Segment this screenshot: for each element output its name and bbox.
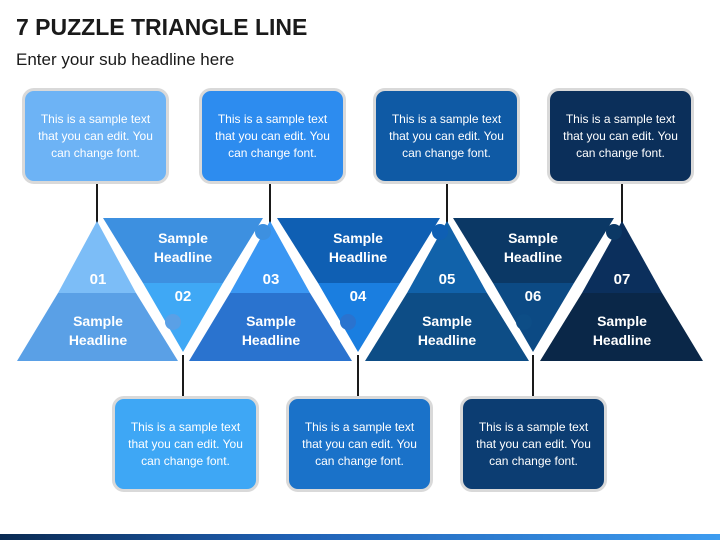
callout-text-05: This is a sample text that you can edit.… (389, 111, 504, 160)
piece-05-bottom (365, 293, 529, 361)
callout-box-01: This is a sample text that you can edit.… (22, 88, 169, 184)
callout-box-06: This is a sample text that you can edit.… (460, 396, 607, 492)
headline-02-line2: Headline (154, 249, 213, 265)
piece-01-bottom (17, 293, 178, 361)
puzzle-piece-06 (453, 218, 614, 352)
headline-03-line1: Sample (246, 313, 296, 329)
callout-text-03: This is a sample text that you can edit.… (215, 111, 330, 160)
callout-text-01: This is a sample text that you can edit.… (38, 111, 153, 160)
piece-number-06: 06 (525, 288, 542, 305)
headline-04-line2: Headline (329, 249, 388, 265)
piece-05-top (407, 221, 487, 293)
piece-02-top (103, 218, 263, 283)
connector-lines (96, 183, 623, 398)
puzzle-knobs (165, 224, 622, 330)
knob (606, 224, 622, 240)
headline-03-line2: Headline (242, 332, 301, 348)
headline-02-line1: Sample (158, 230, 208, 246)
puzzle-piece-07 (540, 221, 703, 361)
knob (255, 224, 271, 240)
piece-number-05: 05 (439, 271, 456, 288)
piece-02-bottom (143, 283, 223, 352)
knob (340, 314, 356, 330)
page-subtitle: Enter your sub headline here (16, 50, 235, 69)
piece-06-bottom (493, 283, 574, 352)
headline-06-line1: Sample (508, 230, 558, 246)
knob (165, 314, 181, 330)
page-title: 7 PUZZLE TRIANGLE LINE (16, 14, 308, 40)
callout-text-02: This is a sample text that you can edit.… (128, 419, 243, 468)
piece-number-02: 02 (175, 288, 192, 305)
piece-number-01: 01 (90, 271, 107, 288)
piece-04-bottom (318, 283, 400, 352)
headline-04-line1: Sample (333, 230, 383, 246)
piece-01-top (58, 221, 136, 293)
piece-07-top (582, 221, 662, 293)
knob (516, 314, 532, 330)
puzzle-piece-04 (277, 218, 440, 352)
headline-05-line2: Headline (418, 332, 477, 348)
puzzle-piece-02 (103, 218, 263, 352)
piece-06-top (453, 218, 614, 283)
puzzle-piece-03 (189, 221, 352, 361)
callout-text-04: This is a sample text that you can edit.… (302, 419, 417, 468)
piece-03-top (230, 221, 310, 293)
headline-07-line1: Sample (597, 313, 647, 329)
piece-number-07: 07 (614, 271, 631, 288)
callout-box-07: This is a sample text that you can edit.… (547, 88, 694, 184)
headline-05-line1: Sample (422, 313, 472, 329)
headline-01-line2: Headline (69, 332, 128, 348)
callout-text-06: This is a sample text that you can edit.… (476, 419, 591, 468)
callout-box-03: This is a sample text that you can edit.… (199, 88, 346, 184)
headline-01-line1: Sample (73, 313, 123, 329)
callout-box-05: This is a sample text that you can edit.… (373, 88, 520, 184)
puzzle-piece-01 (17, 221, 178, 361)
headline-06-line2: Headline (504, 249, 563, 265)
callout-box-02: This is a sample text that you can edit.… (112, 396, 259, 492)
bottom-accent-bar (0, 534, 720, 540)
headline-07-line2: Headline (593, 332, 652, 348)
piece-04-top (277, 218, 440, 283)
piece-03-bottom (189, 293, 352, 361)
callout-box-04: This is a sample text that you can edit.… (286, 396, 433, 492)
puzzle-piece-05 (365, 221, 529, 361)
piece-number-04: 04 (350, 288, 367, 305)
knob (432, 224, 448, 240)
piece-number-03: 03 (263, 271, 280, 288)
callout-text-07: This is a sample text that you can edit.… (563, 111, 678, 160)
piece-07-bottom (540, 293, 703, 361)
